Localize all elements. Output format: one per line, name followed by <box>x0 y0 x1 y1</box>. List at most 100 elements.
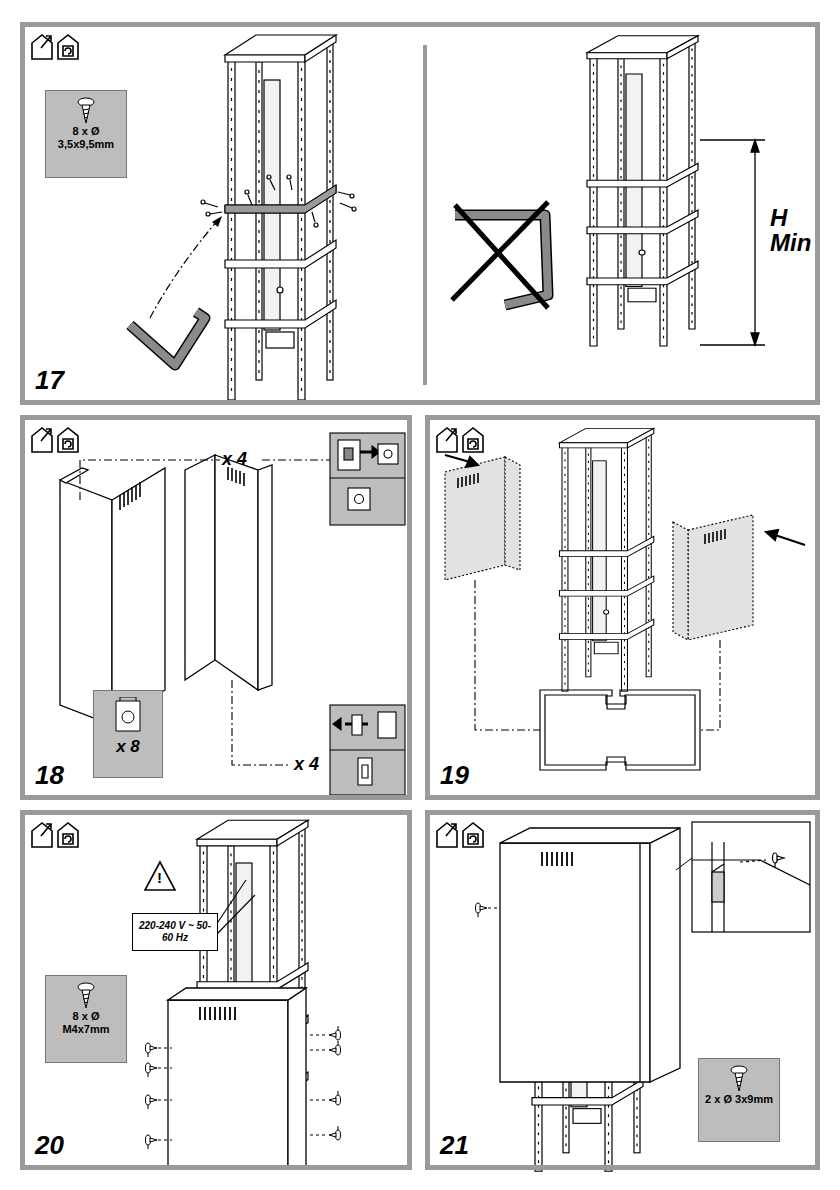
drawing-part <box>329 1091 341 1105</box>
drawing-part <box>333 718 341 730</box>
cover-half <box>60 468 165 725</box>
drawing-part <box>775 535 805 545</box>
drawing-part <box>130 312 205 365</box>
screw-guides <box>158 1035 328 1140</box>
drawing-part <box>243 473 245 486</box>
divider <box>423 45 427 385</box>
drawing-part <box>712 842 724 932</box>
drawing-part <box>704 534 706 544</box>
drawing-part <box>545 695 695 765</box>
drawing-part <box>551 852 553 866</box>
icon-part <box>116 701 140 731</box>
drawing-part <box>362 765 368 778</box>
drawing-part <box>344 448 353 460</box>
drawing-part <box>199 1007 201 1020</box>
drawing-part <box>378 444 398 464</box>
drawing-part <box>158 1140 172 1141</box>
drawing-part <box>201 200 205 204</box>
drawing-part <box>32 428 78 452</box>
drawing-part <box>130 312 205 365</box>
drawing-part <box>290 180 292 190</box>
drawing-part <box>158 1100 172 1101</box>
step-panel: 18x 8 <box>20 415 412 800</box>
drawing-part <box>476 903 488 917</box>
drawing-part <box>355 495 364 504</box>
drawing-part <box>466 457 478 467</box>
drawing-part <box>239 471 241 484</box>
drawing-part <box>267 175 271 179</box>
drawing-part <box>676 858 692 870</box>
section-outline <box>540 690 700 770</box>
drawing-part <box>214 1007 216 1020</box>
drawing-part <box>234 1007 236 1020</box>
drawing-part <box>639 843 640 1082</box>
drawing-part <box>358 758 372 785</box>
drawing-part <box>338 440 360 470</box>
drawing-part <box>540 690 700 770</box>
bracket <box>130 312 205 365</box>
step-number: 21 <box>440 1130 469 1161</box>
screws <box>146 1026 341 1149</box>
drawing-part <box>330 477 405 478</box>
drawing-part <box>692 822 810 932</box>
drawing-part <box>216 880 246 925</box>
drawing-part <box>314 223 318 227</box>
warning-symbol: ! <box>157 870 162 886</box>
drawing-part <box>215 455 258 690</box>
drawing-part <box>120 482 140 510</box>
drawing-part <box>231 468 233 481</box>
drawing-part <box>225 35 336 400</box>
drawing-part <box>145 862 175 890</box>
icon-part <box>735 1073 743 1091</box>
cover-half <box>185 455 272 690</box>
drawing-part <box>146 1095 158 1109</box>
screw-icon <box>71 980 101 1010</box>
drawing-part <box>168 1000 288 1166</box>
step-number: 20 <box>35 1130 64 1161</box>
drawing-part <box>445 457 505 580</box>
quantity-text: 8 x Ø 3,5x9,5mm <box>46 125 126 157</box>
drawing-part <box>330 749 405 750</box>
quantity-text: 2 x Ø 3x9mm <box>699 1093 779 1112</box>
drawing-part <box>200 1007 235 1020</box>
drawing-part <box>270 180 275 190</box>
drawing-part <box>312 212 315 222</box>
drawing-part <box>650 828 680 1082</box>
vents <box>458 473 725 544</box>
step-panel: 178 x Ø 3,5x9,5mm <box>20 22 820 405</box>
drawing-part <box>330 433 405 525</box>
drawing-part <box>112 468 165 725</box>
drawing-part <box>500 828 680 843</box>
drawing-part <box>216 895 255 935</box>
drawing-part <box>712 532 714 542</box>
bracket-crossed <box>452 202 548 308</box>
arrowhead <box>212 216 222 227</box>
quantity-text: x 8 <box>94 737 162 761</box>
drawing-part <box>766 530 778 540</box>
screw-icon <box>71 95 101 125</box>
drawing-part <box>720 530 722 540</box>
screw-box: 8 x Ø 3,5x9,5mm <box>45 90 127 178</box>
drawing-part <box>168 988 306 1000</box>
icon-part <box>120 697 136 701</box>
drawing-part <box>352 715 362 735</box>
drawing-part <box>80 460 330 500</box>
step-panel: 19 <box>425 415 820 800</box>
drawing-part <box>712 872 724 902</box>
drawing-part <box>127 490 129 505</box>
voltage-text: 220-240 V ~ 50-60 Hz <box>133 918 217 947</box>
drawing-part <box>561 852 563 866</box>
drawing-part <box>32 823 78 847</box>
drawing-part <box>437 823 483 847</box>
drawing-part <box>287 175 291 179</box>
drawing-part <box>288 988 306 1166</box>
drawing-part <box>224 1007 226 1020</box>
drawing-part <box>310 1135 328 1136</box>
quantity-label: x 4 <box>222 450 262 469</box>
drawing-part <box>146 1063 158 1077</box>
drawing-part <box>219 1007 221 1020</box>
step-panel: 21 2 x Ø 3x9mm <box>425 810 820 1170</box>
drawing-part <box>310 1035 328 1036</box>
step-number: 19 <box>440 760 469 791</box>
